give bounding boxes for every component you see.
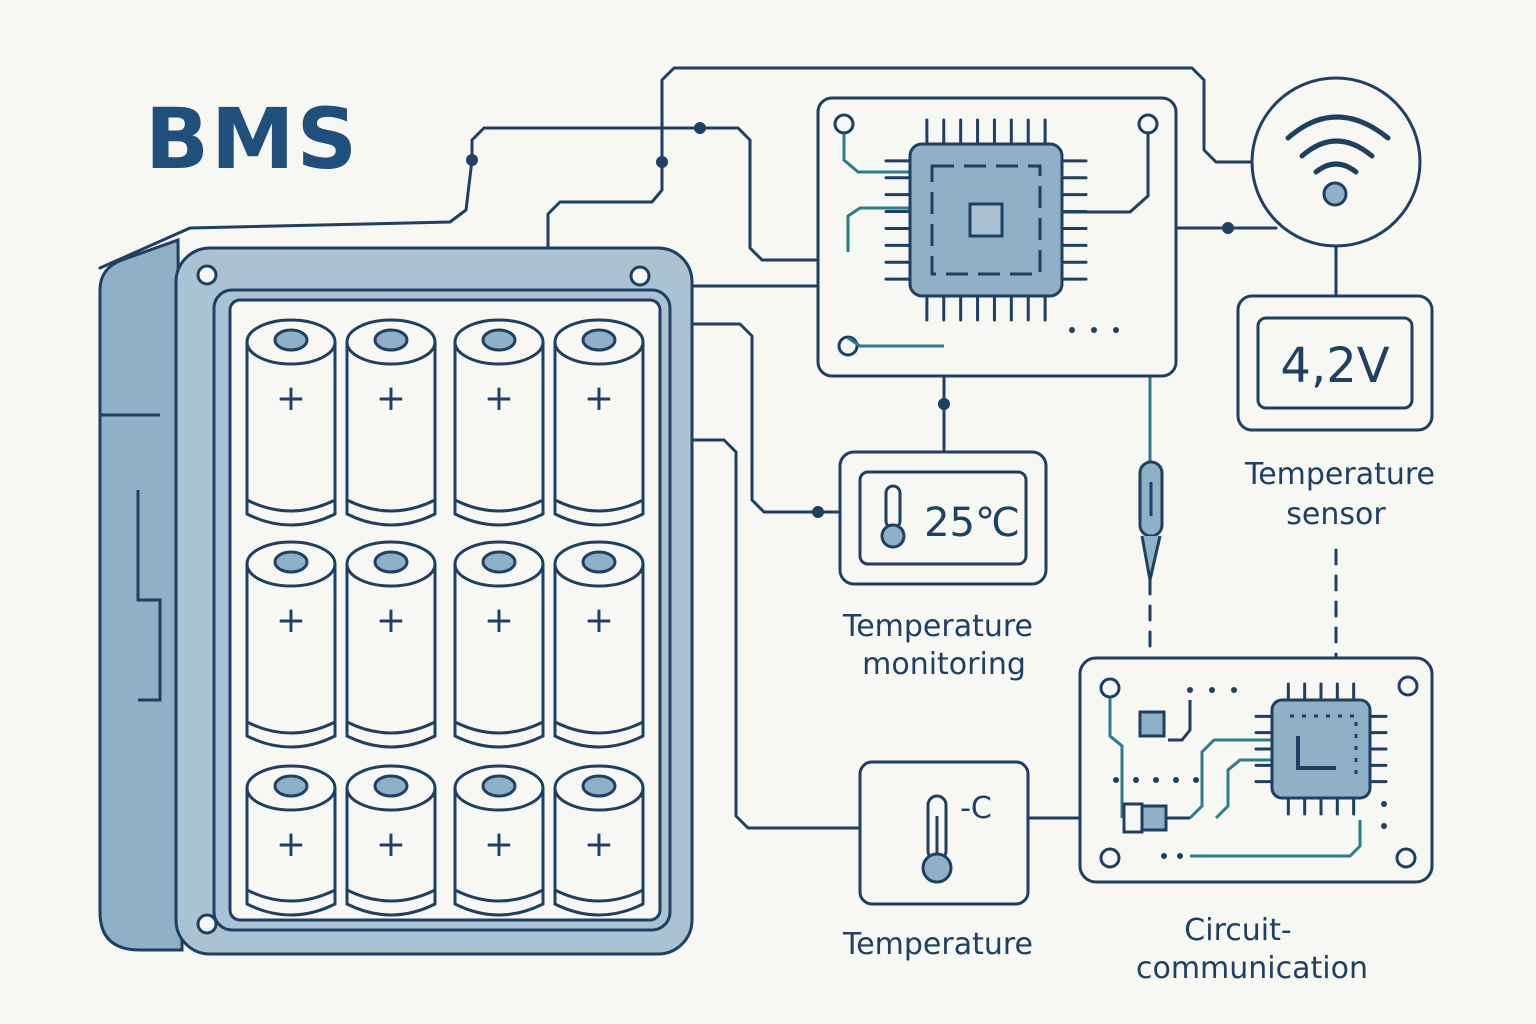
cell-polarity-label: + xyxy=(276,824,306,865)
temperature-sensor-label-line-2: sensor xyxy=(1286,497,1386,532)
temperature-reading: 25℃ xyxy=(924,500,1020,546)
unit-symbol: -C xyxy=(960,791,992,826)
cell-polarity-label: + xyxy=(276,378,306,419)
temperature-monitoring-display: 25℃ xyxy=(838,450,1048,586)
cell-polarity-label: + xyxy=(376,824,406,865)
cell-polarity-label: + xyxy=(584,378,614,419)
battery-cell: + xyxy=(553,540,645,749)
inline-sensor-probe xyxy=(1138,460,1164,581)
cell-polarity-label: + xyxy=(376,600,406,641)
circuit-communication-label-line-1: Circuit- xyxy=(1184,913,1291,948)
temperature-sensor-box: -C xyxy=(858,760,1030,906)
battery-cell: + xyxy=(453,764,545,917)
battery-cells: + + + + + + + + + + + + xyxy=(245,318,645,917)
battery-cell: + xyxy=(345,540,437,749)
microchip-pins xyxy=(884,118,1088,322)
battery-cell: + xyxy=(345,764,437,917)
cell-polarity-label: + xyxy=(484,824,514,865)
pack-screws xyxy=(196,264,651,935)
pack-cell-bay xyxy=(228,298,662,922)
battery-pack: + + + + + + + + + + + + xyxy=(98,237,694,956)
battery-cell: + xyxy=(245,540,337,749)
cell-polarity-label: + xyxy=(484,600,514,641)
battery-cell: + xyxy=(553,764,645,917)
cell-polarity-label: + xyxy=(376,378,406,419)
mounting-hole xyxy=(833,113,855,135)
pack-housing-side xyxy=(98,237,184,952)
main-control-board xyxy=(816,96,1178,378)
temperature-monitoring-label-line-1: Temperature xyxy=(842,609,1033,644)
battery-cell: + xyxy=(245,764,337,917)
cell-polarity-label: + xyxy=(484,378,514,419)
cell-polarity-label: + xyxy=(584,824,614,865)
mounting-hole xyxy=(1395,847,1417,869)
microchip-icon xyxy=(1270,698,1372,800)
battery-cell: + xyxy=(553,318,645,527)
battery-cell: + xyxy=(245,318,337,527)
circuit-communication-label-line-2: communication xyxy=(1136,951,1368,986)
mounting-hole xyxy=(1099,677,1121,699)
mounting-hole xyxy=(1137,113,1159,135)
battery-cell: + xyxy=(345,318,437,527)
voltage-display: 4,2V xyxy=(1236,294,1434,432)
thermometer-icon xyxy=(880,484,906,549)
cell-polarity-label: + xyxy=(276,600,306,641)
mounting-hole xyxy=(1099,847,1121,869)
battery-cell: + xyxy=(453,540,545,749)
cell-polarity-label: + xyxy=(584,600,614,641)
temperature-monitoring-label-line-2: monitoring xyxy=(862,647,1026,682)
wifi-icon xyxy=(1285,114,1391,175)
wireless-module xyxy=(1250,76,1422,248)
microchip-pins xyxy=(1254,682,1388,816)
communication-board xyxy=(1078,656,1434,884)
temperature-label: Temperature xyxy=(842,927,1033,962)
mounting-hole xyxy=(1397,675,1419,697)
voltage-reading: 4,2V xyxy=(1280,338,1389,394)
diagram-title: BMS xyxy=(145,90,359,188)
thermometer-icon xyxy=(921,794,953,884)
temperature-sensor-label-line-1: Temperature xyxy=(1244,457,1435,492)
battery-cell: + xyxy=(453,318,545,527)
